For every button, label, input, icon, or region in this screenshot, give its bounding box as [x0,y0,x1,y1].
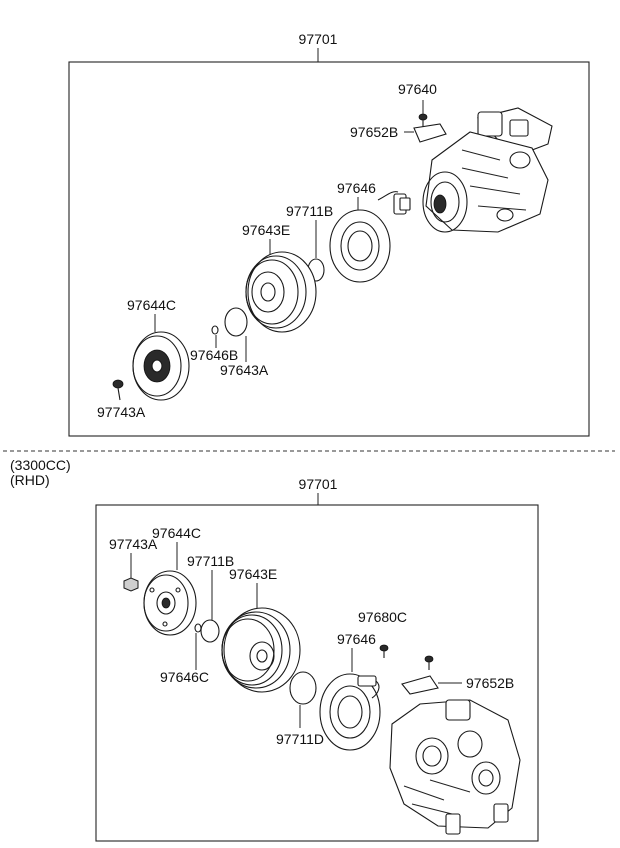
bottom-97652B-screw[interactable] [424,655,434,670]
bottom-section: (3300CC) (RHD) 97701 97644C 97743A 97711… [10,457,539,842]
bottom-97646C-label[interactable]: 97646C [160,669,209,685]
bottom-97711B-snap-ring[interactable] [200,619,220,643]
bottom-97743A-bolt[interactable] [123,577,139,592]
top-97743A-bolt[interactable] [112,379,124,401]
top-97711B-label[interactable]: 97711B [286,203,333,219]
bottom-97652B-bracket[interactable] [401,675,439,695]
bottom-assembly-frame [95,504,539,842]
bottom-97646C-shim[interactable] [194,623,202,633]
top-97646-field-coil[interactable] [329,191,411,283]
top-section: 97701 97640 97652B 97646 [68,31,590,437]
bottom-97711B-label[interactable]: 97711B [187,553,234,569]
top-compressor[interactable] [422,107,553,233]
bottom-variant-engine: (3300CC) [10,457,71,473]
bottom-97644C-label[interactable]: 97644C [152,525,201,541]
top-97640-screw[interactable] [418,100,428,127]
top-97643E-pulley[interactable] [245,251,317,333]
top-97652B-bracket[interactable] [413,123,447,143]
top-97652B-label[interactable]: 97652B [350,124,398,140]
top-97643A-snap-ring[interactable] [224,307,248,337]
bottom-97652B-label[interactable]: 97652B [466,675,514,691]
bottom-97643E-label[interactable]: 97643E [229,566,277,582]
top-97644C-label[interactable]: 97644C [127,297,176,313]
top-97644C-clutch-plate[interactable] [132,331,190,401]
top-97646B-shim[interactable] [211,325,219,335]
top-97640-label[interactable]: 97640 [398,81,437,97]
top-97646-label[interactable]: 97646 [337,180,376,196]
bottom-compressor[interactable] [389,699,521,835]
bottom-97711D-snap-ring[interactable] [289,671,317,705]
bottom-97743A-label[interactable]: 97743A [109,536,158,552]
bottom-97680C-screw[interactable] [379,644,389,658]
bottom-97711D-label[interactable]: 97711D [276,731,324,747]
bottom-97646-field-coil[interactable] [319,673,381,751]
bottom-97644C-clutch-plate[interactable] [143,570,197,636]
bottom-97680C-label[interactable]: 97680C [358,609,407,625]
bottom-variant-drive: (RHD) [10,472,50,488]
bottom-97646-label[interactable]: 97646 [337,631,376,647]
top-97743A-label[interactable]: 97743A [97,404,146,420]
bottom-assembly-label[interactable]: 97701 [299,476,338,492]
top-97643E-label[interactable]: 97643E [242,222,290,238]
top-assembly-frame [68,61,590,437]
top-97646B-label[interactable]: 97646B [190,347,238,363]
bottom-97643E-pulley[interactable] [221,607,301,693]
top-97643A-label[interactable]: 97643A [220,362,269,378]
top-assembly-label[interactable]: 97701 [299,31,338,47]
